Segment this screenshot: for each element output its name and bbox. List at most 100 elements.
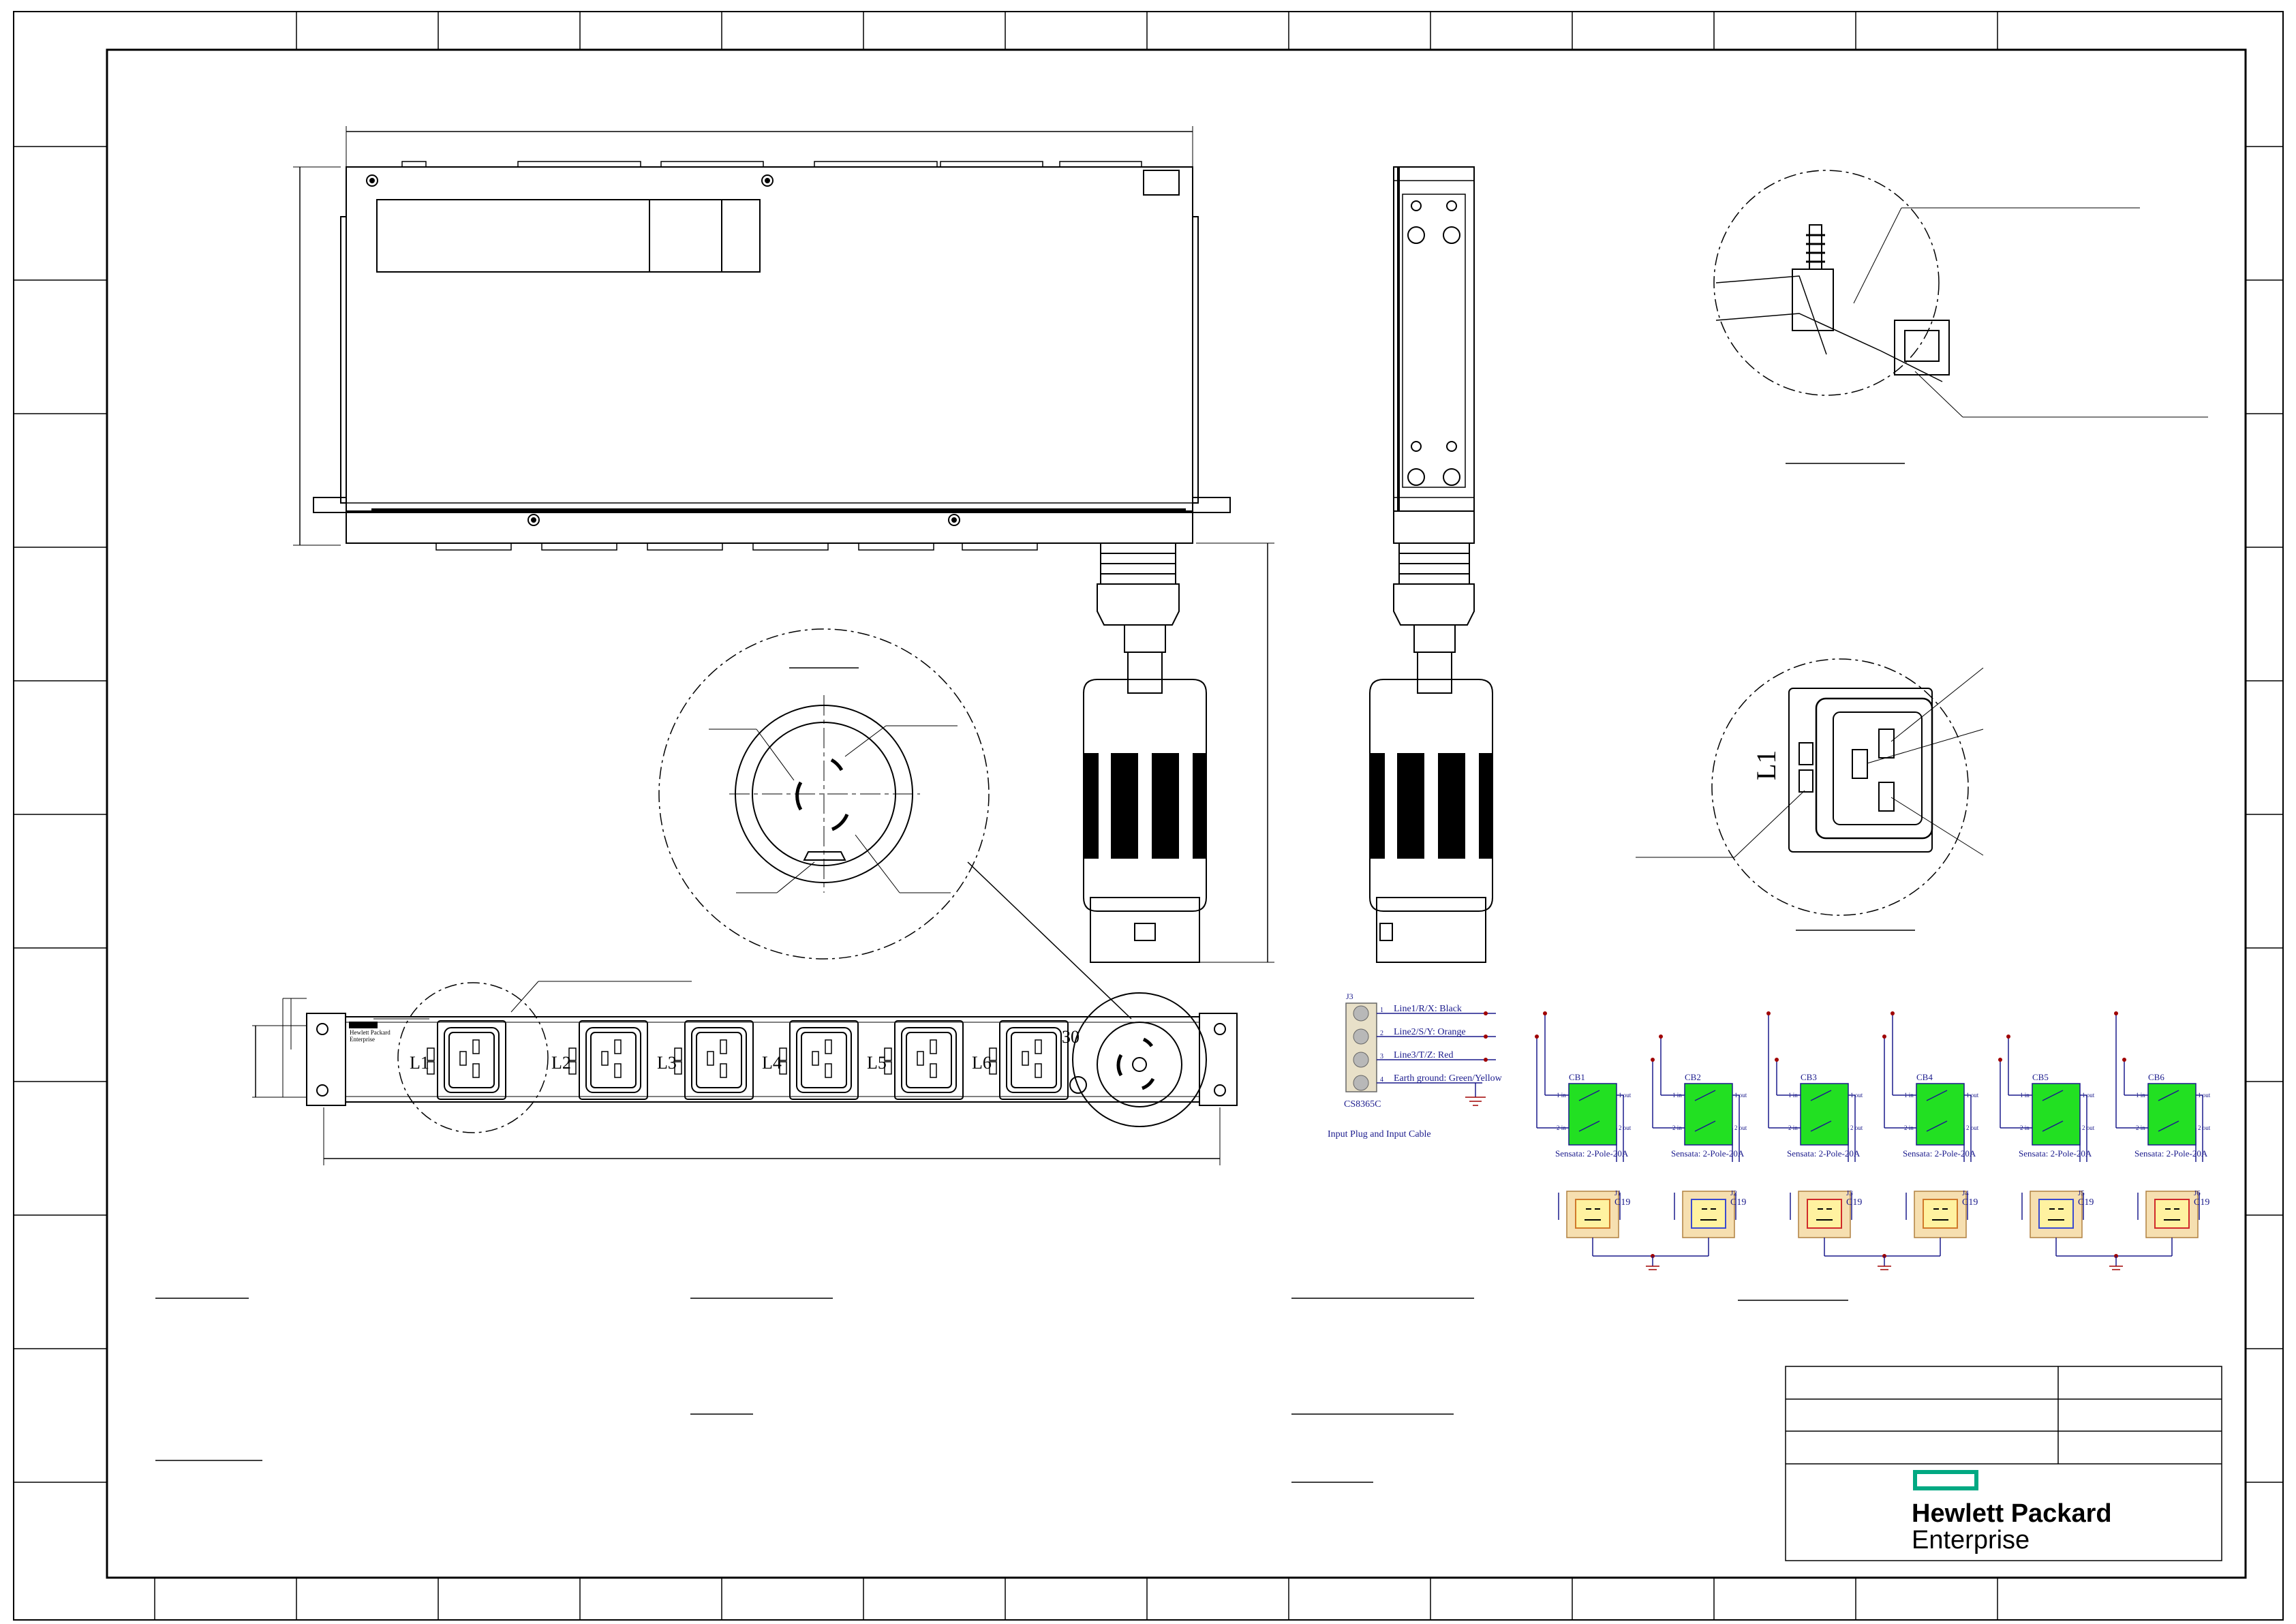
- breaker-name-5: CB5: [2032, 1072, 2049, 1082]
- outlet-3: L3: [657, 1020, 754, 1100]
- pdu-front-view: Hewlett Packard Enterprise: [252, 981, 1238, 1165]
- pdu-top-view: [293, 126, 1274, 963]
- breaker-rating-6: Sensata: 2-Pole-20A: [2134, 1148, 2208, 1159]
- input-plug-face-detail: [658, 628, 1132, 1020]
- breaker-name-4: CB4: [1916, 1072, 1933, 1082]
- breaker-rating-1: Sensata: 2-Pole-20A: [1555, 1148, 1629, 1159]
- outlet-4: L4: [762, 1020, 859, 1100]
- breaker-in1-3: 1 in: [1788, 1092, 1798, 1099]
- title-block: [1785, 1366, 2222, 1561]
- outlet-label-1: L1: [410, 1053, 429, 1073]
- outlet-label-3: L3: [657, 1053, 677, 1073]
- breaker-name-1: CB1: [1569, 1072, 1585, 1082]
- input-line-1: Line1/R/X: Black: [1394, 1004, 1462, 1014]
- breaker-name-3: CB3: [1801, 1072, 1817, 1082]
- breaker-in2-5: 2 in: [2020, 1124, 2030, 1131]
- breaker-in1-6: 1 in: [2136, 1092, 2145, 1099]
- input-pin-2: 2: [1380, 1030, 1383, 1037]
- breaker-rating-2: Sensata: 2-Pole-20A: [1671, 1148, 1745, 1159]
- input-plug-caption: Input Plug and Input Cable: [1328, 1129, 1431, 1139]
- outlet-label-4: L4: [762, 1053, 782, 1073]
- receptacle-type-4: C19: [1962, 1197, 1978, 1208]
- breaker-out2-3: 2 out: [1850, 1124, 1863, 1131]
- outlet-label-6: L6: [972, 1053, 992, 1073]
- detail-zoom-top: [1713, 170, 2208, 464]
- breaker-out1-4: 1 out: [1966, 1092, 1979, 1099]
- receptacle-type-2: C19: [1730, 1197, 1746, 1208]
- breaker-out2-6: 2 out: [2198, 1124, 2211, 1131]
- breaker-out1-3: 1 out: [1850, 1092, 1863, 1099]
- zoom-outlet-label: L1: [1751, 750, 1781, 780]
- receptacle-ref-3: J3: [1846, 1189, 1853, 1197]
- receptacle-ref-2: J2: [1730, 1189, 1737, 1197]
- hpe-logo: Hewlett Packard Enterprise: [1912, 1470, 2112, 1554]
- receptacle-type-5: C19: [2078, 1197, 2094, 1208]
- input-pin-4: 4: [1380, 1076, 1383, 1084]
- breaker-in2-6: 2 in: [2136, 1124, 2145, 1131]
- breaker-rating-5: Sensata: 2-Pole-20A: [2019, 1148, 2092, 1159]
- outlet-label-2: L2: [551, 1053, 571, 1073]
- brand-line-1: Hewlett Packard: [1912, 1499, 2112, 1528]
- pdu-side-view: [1369, 166, 1493, 963]
- outlet-1: L1: [410, 1020, 506, 1100]
- breaker-in1-4: 1 in: [1904, 1092, 1914, 1099]
- breaker-in1-1: 1 in: [1557, 1092, 1566, 1099]
- breaker-name-2: CB2: [1685, 1072, 1701, 1082]
- detail-zoom-outlet: [1636, 658, 1984, 931]
- outlet-label-5: L5: [867, 1053, 887, 1073]
- svg-text:Enterprise: Enterprise: [350, 1036, 375, 1043]
- breaker-out2-4: 2 out: [1966, 1124, 1979, 1131]
- svg-text:Hewlett Packard: Hewlett Packard: [350, 1029, 391, 1036]
- breaker-out1-1: 1 out: [1619, 1092, 1632, 1099]
- breaker-in1-5: 1 in: [2020, 1092, 2030, 1099]
- input-connector-part: CS8365C: [1344, 1099, 1381, 1109]
- outer-frame: [13, 11, 2284, 1621]
- breaker-in2-1: 2 in: [1557, 1124, 1566, 1131]
- receptacle-type-6: C19: [2194, 1197, 2209, 1208]
- note-underlines: [155, 1298, 1848, 1483]
- input-line-4: Earth ground: Green/Yellow: [1394, 1073, 1503, 1084]
- outlet-2: L2: [551, 1020, 648, 1100]
- front-input-plug: 30: [1062, 992, 1207, 1127]
- breaker-name-6: CB6: [2148, 1072, 2164, 1082]
- inlet-label: 30: [1062, 1027, 1080, 1047]
- receptacle-type-1: C19: [1614, 1197, 1630, 1208]
- receptacle-ref-1: J1: [1614, 1189, 1621, 1197]
- receptacle-ref-5: J5: [2078, 1189, 2085, 1197]
- receptacle-type-3: C19: [1846, 1197, 1862, 1208]
- outlet-5: L5: [867, 1020, 964, 1100]
- breaker-out1-2: 1 out: [1734, 1092, 1747, 1099]
- input-pin-3: 3: [1380, 1053, 1383, 1060]
- outlet-6: L6: [972, 1020, 1069, 1100]
- breaker-in2-3: 2 in: [1788, 1124, 1798, 1131]
- breaker-out2-2: 2 out: [1734, 1124, 1747, 1131]
- breaker-rating-3: Sensata: 2-Pole-20A: [1787, 1148, 1861, 1159]
- breaker-out1-5: 1 out: [2082, 1092, 2095, 1099]
- breaker-out1-6: 1 out: [2198, 1092, 2211, 1099]
- zone-grid: [14, 12, 2283, 1620]
- breaker-in1-2: 1 in: [1672, 1092, 1682, 1099]
- breaker-in2-2: 2 in: [1672, 1124, 1682, 1131]
- breaker-rating-4: Sensata: 2-Pole-20A: [1903, 1148, 1976, 1159]
- receptacle-ref-4: J4: [1962, 1189, 1969, 1197]
- brand-line-2: Enterprise: [1912, 1526, 2030, 1554]
- input-connector-ref: J3: [1346, 992, 1353, 1001]
- input-line-3: Line3/T/Z: Red: [1394, 1050, 1453, 1060]
- wiring-schematic: J3 CS8365C 1 2 3 4 Line1/R/X: Black Line…: [1328, 992, 2211, 1270]
- hpe-logo-mark: [1913, 1470, 1978, 1490]
- breaker-out2-5: 2 out: [2082, 1124, 2095, 1131]
- receptacle-ref-6: J6: [2194, 1189, 2201, 1197]
